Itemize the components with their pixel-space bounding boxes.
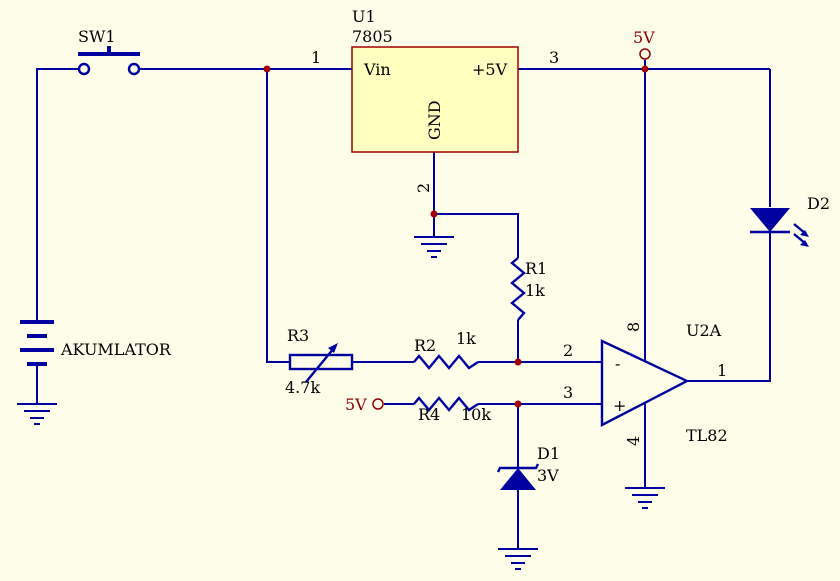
ground-symbol-zener [498,548,538,570]
wire-gnd-r1 [434,213,519,258]
zener-d1-value: 3V [537,466,559,485]
resistor-r1-zigzag [510,257,526,321]
resistor-r4-zigzag [413,396,479,412]
opamp-pin-gnd-number: 4 [624,436,643,446]
zener-d1-ref: D1 [537,444,560,463]
led-d2-emission-arrow-2-head [800,240,809,247]
led-d2-triangle [750,208,790,232]
potentiometer-r3-arrow-head [328,343,338,353]
resistor-r1: R1 1k [510,257,547,321]
ground-symbol-regulator [414,236,454,258]
power-flag-top: 5V [633,28,655,60]
potentiometer-r3-ref: R3 [287,326,309,345]
wire-vin-r3 [266,69,290,363]
switch-ref-label: SW1 [78,27,116,46]
ground-symbol-battery [17,403,57,425]
regulator-pin3-number: 3 [549,48,559,67]
battery-label: AKUMLATOR [60,340,172,359]
regulator-pin2-number: 2 [414,183,433,193]
junction-noninverting [514,400,522,408]
resistor-r2-zigzag [413,354,479,370]
potentiometer-r3-arrow-shaft [305,347,335,383]
potentiometer-r3: R3 4.7k [285,326,354,397]
regulator-body [351,46,519,153]
switch-sw1: SW1 [77,27,141,76]
regulator-ref: U1 [352,7,376,26]
opamp-pin-noninv-number: 3 [563,383,573,402]
resistor-r2-value: 1k [456,329,476,348]
resistor-r2-ref: R2 [414,336,436,355]
led-d2-emission-arrow-1-head [800,230,809,237]
regulator-pin1-number: 1 [311,48,321,67]
junction-inverting [514,358,522,366]
opamp-pin-inv-number: 2 [563,341,573,360]
led-d2: D2 [750,194,830,247]
resistor-r2: R2 1k [413,329,479,370]
led-d2-ref: D2 [807,194,830,213]
battery-akumlator: AKUMLATOR [20,320,172,366]
opamp-pin-vcc-number: 8 [624,322,643,332]
zener-diode-d1: D1 3V [496,444,560,490]
regulator-pin-out-label: +5V [472,60,508,79]
resistor-r1-value: 1k [525,281,545,300]
opamp-u2a: - + U2A TL82 2 3 1 8 4 [563,321,728,446]
regulator-value: 7805 [352,27,393,46]
opamp-minus-sign: - [615,354,620,373]
opamp-plus-sign: + [613,396,626,415]
opamp-triangle [600,339,690,427]
opamp-pin-out-number: 1 [717,361,727,380]
resistor-r4-ref: R4 [418,405,440,424]
resistor-r1-ref: R1 [525,259,547,278]
potentiometer-r3-value: 4.7k [285,378,320,397]
regulator-pin-gnd-label: GND [425,100,444,140]
ground-symbol-opamp [625,487,665,509]
power-flag-left-circle [372,398,384,410]
switch-contact-right [127,62,141,76]
wire-led-output [687,232,771,382]
regulator-u1: U1 7805 Vin +5V GND 1 3 2 [311,7,559,193]
junction-vin [263,65,271,73]
switch-contact-left [77,62,91,76]
junction-5v-rail [641,65,649,73]
wire-battery-switch [36,68,78,322]
power-flag-left-label: 5V [345,395,367,414]
regulator-pin-vin-label: Vin [363,60,391,79]
resistor-r4-value: 10k [461,405,491,424]
junction-reg-gnd [430,210,438,218]
zener-d1-triangle [500,468,536,490]
opamp-ref: U2A [686,321,722,340]
power-flag-top-circle [639,48,651,60]
opamp-value: TL82 [686,426,728,445]
power-flag-left: 5V [345,395,384,414]
resistor-r4: R4 10k [413,396,491,424]
zener-d1-bar [496,463,540,473]
potentiometer-r3-body [288,353,354,371]
junctions [263,65,649,408]
power-flag-top-label: 5V [633,28,655,47]
